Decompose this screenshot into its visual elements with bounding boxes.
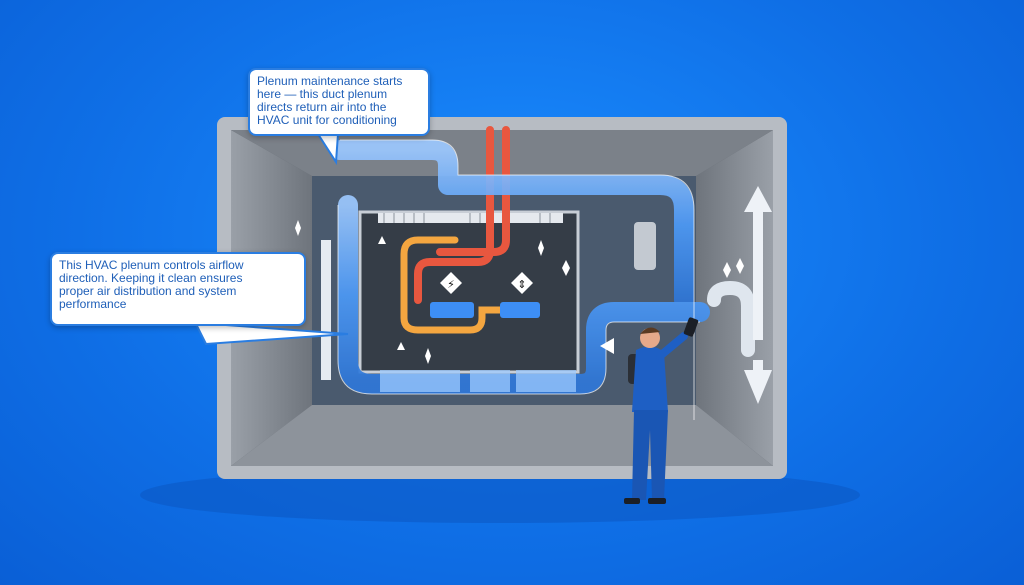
blue-component-right (500, 302, 540, 318)
svg-text:⇕: ⇕ (517, 278, 526, 291)
airflow-direction-icon: ⇕ (511, 272, 533, 294)
airflow-arrow-icon (295, 220, 744, 364)
svg-text:⚡: ⚡ (447, 278, 455, 291)
mobile-device-icon (683, 317, 699, 337)
air-filter-panels (380, 370, 576, 392)
white-elbow-duct (707, 280, 755, 357)
right-equipment (634, 222, 656, 270)
pipe-flow-arrow (600, 338, 614, 354)
callout-plenum-maintenance: Plenum maintenance starts here — this du… (248, 68, 430, 136)
red-supply-duct (414, 126, 510, 304)
electrical-hazard-icon: ⚡ (440, 272, 462, 294)
blue-component-left (430, 302, 474, 318)
floor-shadow (140, 467, 860, 523)
callout-top-text: Plenum maintenance starts here — this du… (257, 74, 403, 127)
hvac-unit-panel (358, 210, 580, 374)
orange-duct (400, 236, 504, 334)
blue-return-duct (330, 140, 710, 430)
blue-duct-outline (337, 139, 700, 420)
technician (624, 327, 688, 504)
callout-left-text: This HVAC plenum controls airflow direct… (59, 258, 244, 311)
callout-airflow-direction: This HVAC plenum controls airflow direct… (50, 252, 306, 326)
vertical-airflow-arrows (744, 186, 772, 404)
